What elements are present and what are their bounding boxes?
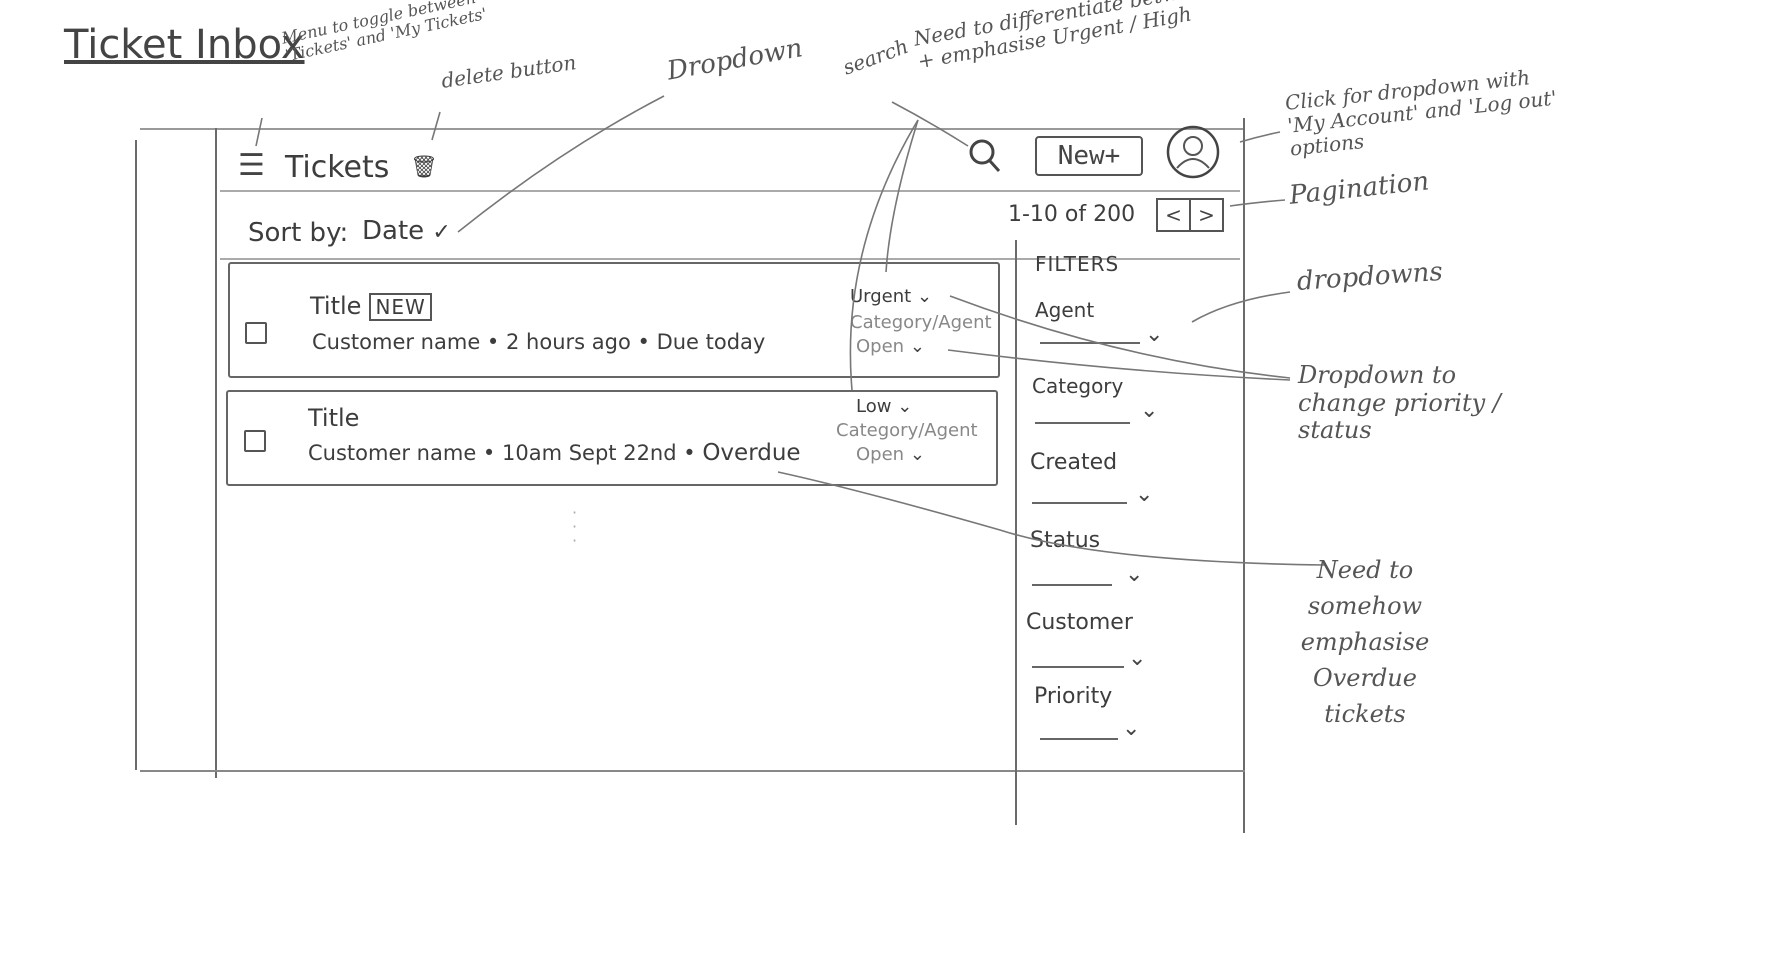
next-page-button[interactable]: >: [1191, 200, 1222, 230]
frame-right-outer: [1243, 118, 1245, 833]
sort-dropdown-value: Date: [362, 216, 425, 246]
filter-customer-label: Customer: [1026, 610, 1133, 635]
overdue-label: Overdue: [702, 440, 801, 466]
filter-agent-field[interactable]: [1040, 342, 1140, 344]
category-agent-2: Category/Agent: [836, 420, 978, 441]
priority-dropdown-2[interactable]: Low ⌄: [856, 396, 913, 417]
status-dropdown-1[interactable]: Open ⌄: [856, 336, 925, 357]
chevron-down-icon[interactable]: ⌄: [1128, 646, 1147, 671]
frame-top-line: [140, 128, 1245, 130]
hamburger-icon[interactable]: ☰: [238, 148, 265, 183]
ticket-card-1[interactable]: [228, 262, 1000, 378]
frame-bottom-line: [140, 770, 1245, 772]
ticket-meta-1: Customer name • 2 hours ago • Due today: [312, 330, 766, 354]
filter-category-field[interactable]: [1035, 422, 1130, 424]
sort-dropdown[interactable]: Date ✓: [362, 216, 451, 246]
header-divider: [220, 190, 1240, 192]
filter-category-label: Category: [1032, 374, 1124, 398]
filter-priority-field[interactable]: [1040, 738, 1118, 740]
ticket-checkbox-1[interactable]: [245, 322, 267, 344]
filter-agent-label: Agent: [1035, 298, 1095, 322]
filter-customer-field[interactable]: [1032, 666, 1124, 668]
filters-divider: [1015, 240, 1017, 825]
ticket-title-2: Title: [308, 404, 360, 432]
chevron-down-icon[interactable]: ⌄: [1140, 398, 1159, 423]
chevron-down-icon[interactable]: ⌄: [1145, 322, 1164, 347]
pagination-text: 1-10 of 200: [1008, 202, 1136, 227]
filter-status-field[interactable]: [1032, 584, 1112, 586]
sketch-title: Ticket Inbox: [64, 22, 305, 68]
chevron-down-icon[interactable]: ⌄: [1122, 716, 1141, 741]
filter-created-label: Created: [1030, 450, 1118, 475]
user-avatar-icon[interactable]: [1165, 124, 1221, 180]
more-items-indicator: ···: [572, 503, 578, 550]
prev-page-button[interactable]: <: [1158, 200, 1191, 230]
frame-left-outer: [135, 140, 137, 770]
new-ticket-button[interactable]: New+: [1035, 136, 1143, 176]
page-title: Tickets: [285, 150, 390, 185]
status-dropdown-2[interactable]: Open ⌄: [856, 444, 925, 465]
pagination-control: < >: [1156, 198, 1224, 232]
chevron-down-icon[interactable]: ⌄: [1135, 482, 1154, 507]
annotation-change-priority-status: Dropdown to change priority / status: [1298, 361, 1501, 445]
sort-by-label: Sort by:: [248, 218, 349, 248]
category-agent-1: Category/Agent: [850, 312, 992, 333]
filter-priority-label: Priority: [1034, 684, 1113, 709]
ticket-meta-2: Customer name • 10am Sept 22nd • Overdue: [308, 440, 801, 466]
chevron-down-icon: ⌄: [897, 396, 913, 417]
chevron-down-icon: ✓: [432, 220, 451, 245]
chevron-down-icon: ⌄: [909, 444, 925, 465]
chevron-down-icon: ⌄: [916, 286, 933, 307]
chevron-down-icon[interactable]: ⌄: [1125, 562, 1144, 587]
ticket-card-2[interactable]: [226, 390, 998, 486]
trash-icon[interactable]: 🗑: [410, 155, 438, 180]
chevron-down-icon: ⌄: [909, 336, 925, 357]
filter-created-field[interactable]: [1032, 502, 1127, 504]
toolbar-divider: [220, 258, 1240, 260]
frame-left-inner: [215, 128, 217, 778]
filters-heading: FILTERS: [1035, 252, 1120, 276]
annotation-overdue: Need to somehow emphasise Overdue ticket…: [1300, 556, 1430, 728]
new-badge: NEW: [369, 293, 432, 321]
priority-dropdown-1[interactable]: Urgent ⌄: [850, 286, 933, 307]
ticket-checkbox-2[interactable]: [244, 430, 266, 452]
search-icon[interactable]: [968, 138, 1002, 174]
